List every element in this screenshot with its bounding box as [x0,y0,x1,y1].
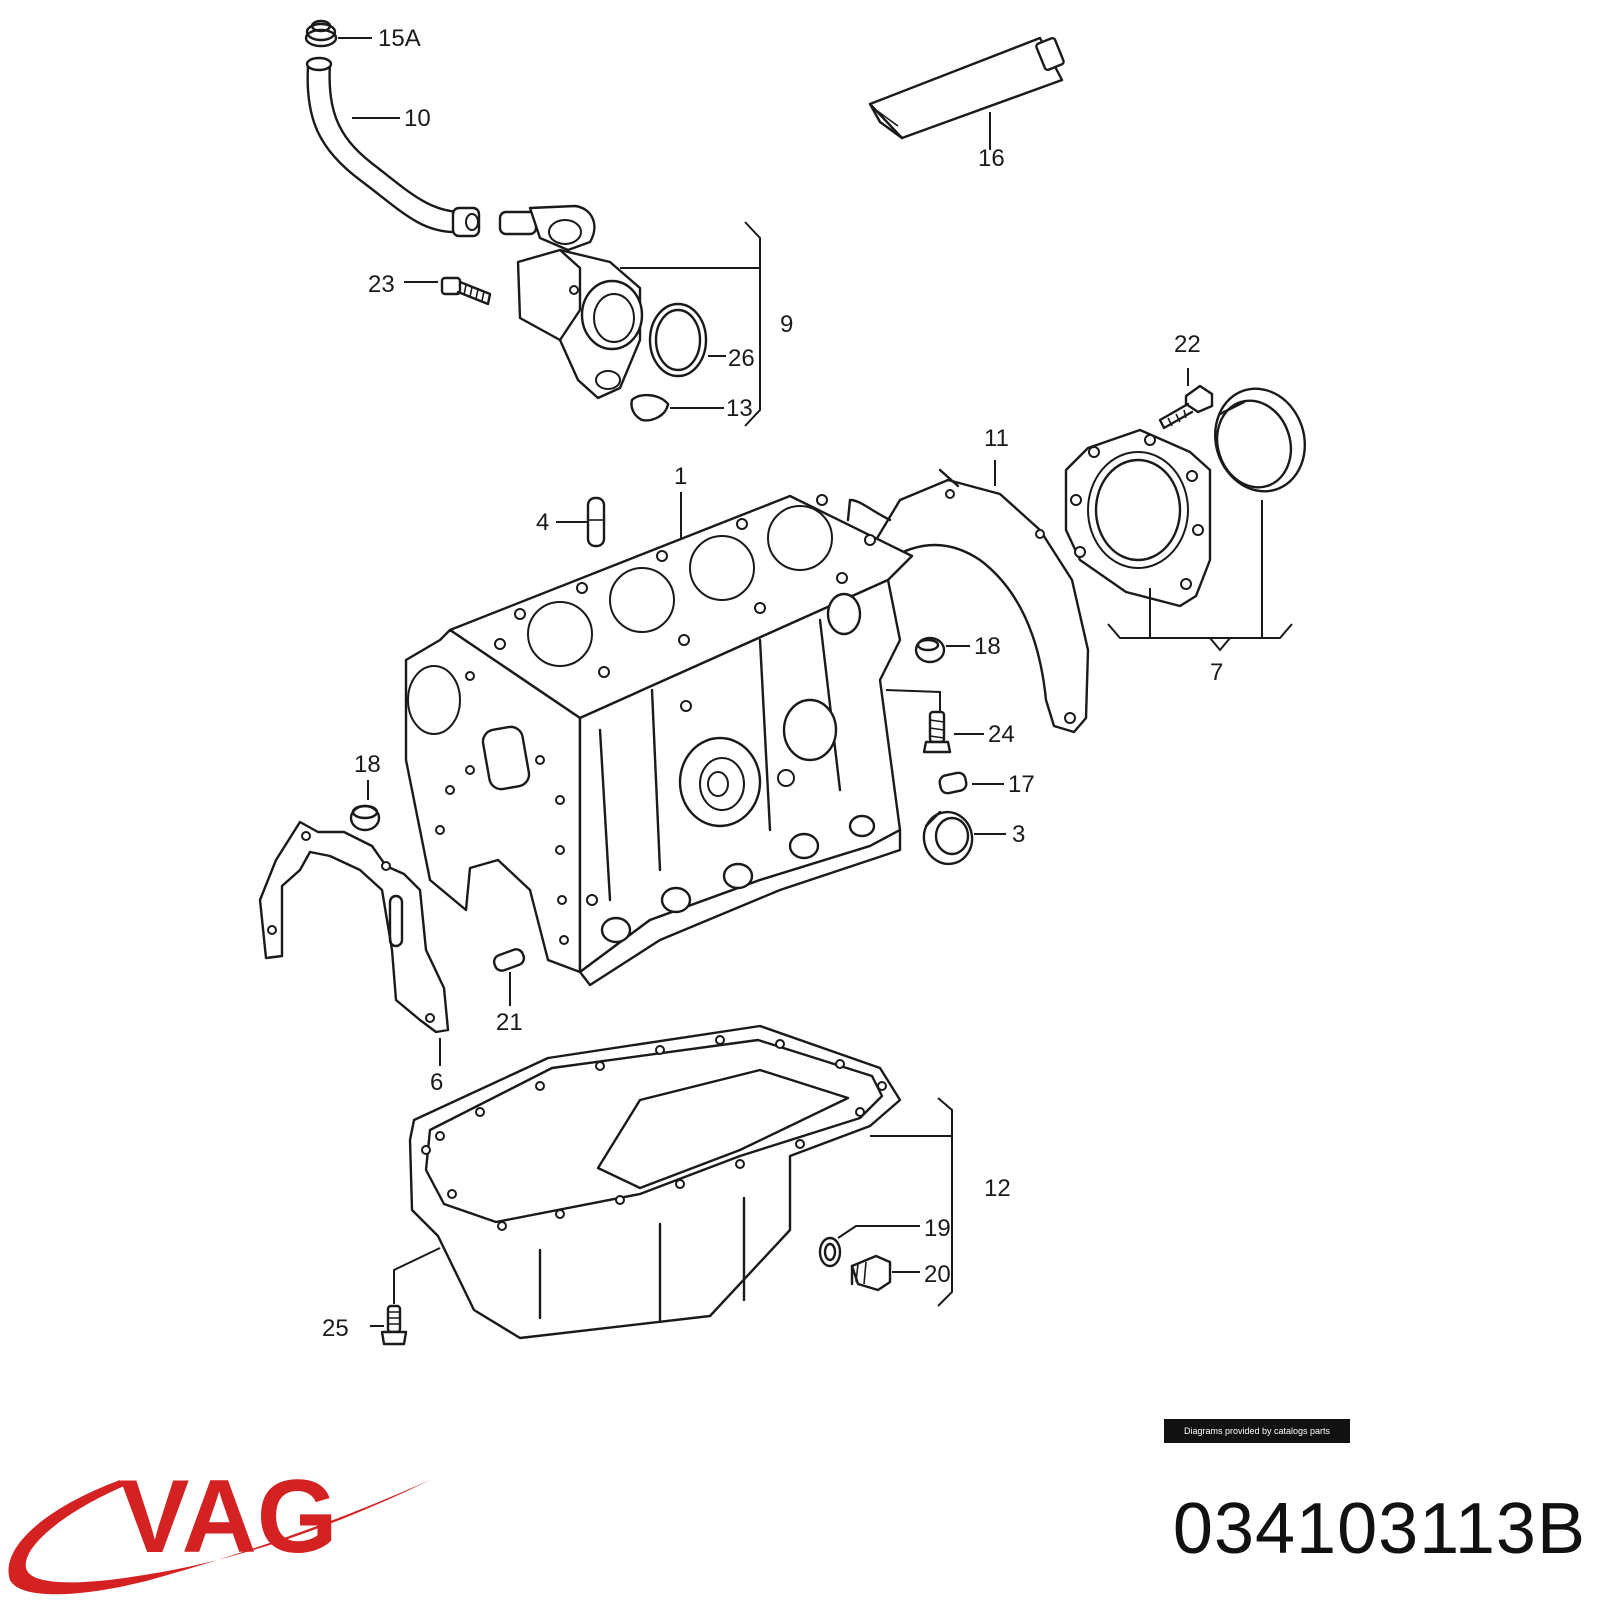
drain-plug-part [850,1254,892,1292]
leader-24 [885,689,941,712]
flange-bolt-part [440,276,492,306]
callout-13: 13 [726,395,753,422]
callout-18-left: 18 [354,751,381,778]
front-gasket-part [258,820,450,1034]
dowel-sleeve-part [586,496,606,548]
front-face-holes [435,671,569,945]
callout-21: 21 [496,1009,523,1036]
dowel-pin-part [492,948,526,972]
callout-18-right: 18 [974,633,1001,660]
sleeve-part [938,771,968,795]
part-number: 034103113B [1172,1489,1586,1569]
bracket-7 [1107,500,1293,652]
callout-15a: 15A [378,25,421,52]
callout-3: 3 [1012,821,1025,848]
rear-seal-flange-part [1064,428,1212,608]
hose-clamp-part [304,19,338,48]
plug-part-left [349,804,381,832]
rear-oil-seal-part [1213,387,1307,493]
front-oil-seal-part [922,810,974,866]
callout-17: 17 [1008,771,1035,798]
plug-part-right [914,636,946,664]
callout-24: 24 [988,721,1015,748]
breather-elbow-part [498,204,596,252]
drain-washer-part [818,1236,842,1268]
o-ring-part [648,302,708,378]
callout-4: 4 [536,509,549,536]
breather-hose-part [305,56,481,238]
bracket-9 [744,221,761,427]
sealant-tube-part [868,36,1065,140]
oil-sump-part [408,1024,902,1340]
callout-11: 11 [984,425,1009,452]
vag-logo: VAG [8,1459,431,1595]
callout-6: 6 [430,1069,443,1096]
sump-bolt-part [380,1304,408,1346]
callout-16: 16 [978,145,1005,172]
callout-23: 23 [368,271,395,298]
leader-lines [338,37,1189,1327]
logo-swoosh [8,1480,431,1595]
flange-gasket-part [630,393,670,422]
diagram-credit-badge: Diagrams provided by catalogs parts [1164,1419,1350,1443]
callout-19: 19 [924,1215,951,1242]
callout-7: 7 [1210,659,1223,686]
callout-9: 9 [780,311,793,338]
callout-26: 26 [728,345,755,372]
logo-wordmark: VAG [120,1459,338,1575]
callout-22: 22 [1174,331,1201,358]
callout-labels: 15A 10 16 23 9 26 13 22 11 1 4 18 7 18 2… [322,25,1223,1342]
callout-10: 10 [404,105,431,132]
cylinder-block-part [404,494,914,987]
rear-flange-bolt-part [1158,384,1214,430]
callout-12: 12 [984,1175,1011,1202]
sump-bolt-holes [421,1035,887,1231]
bracket-12 [870,1097,953,1307]
callout-20: 20 [924,1261,951,1288]
bracket-bolt-part [922,710,952,754]
coolant-flange-part [516,248,644,400]
callout-1: 1 [674,463,687,490]
callout-25: 25 [322,1315,349,1342]
